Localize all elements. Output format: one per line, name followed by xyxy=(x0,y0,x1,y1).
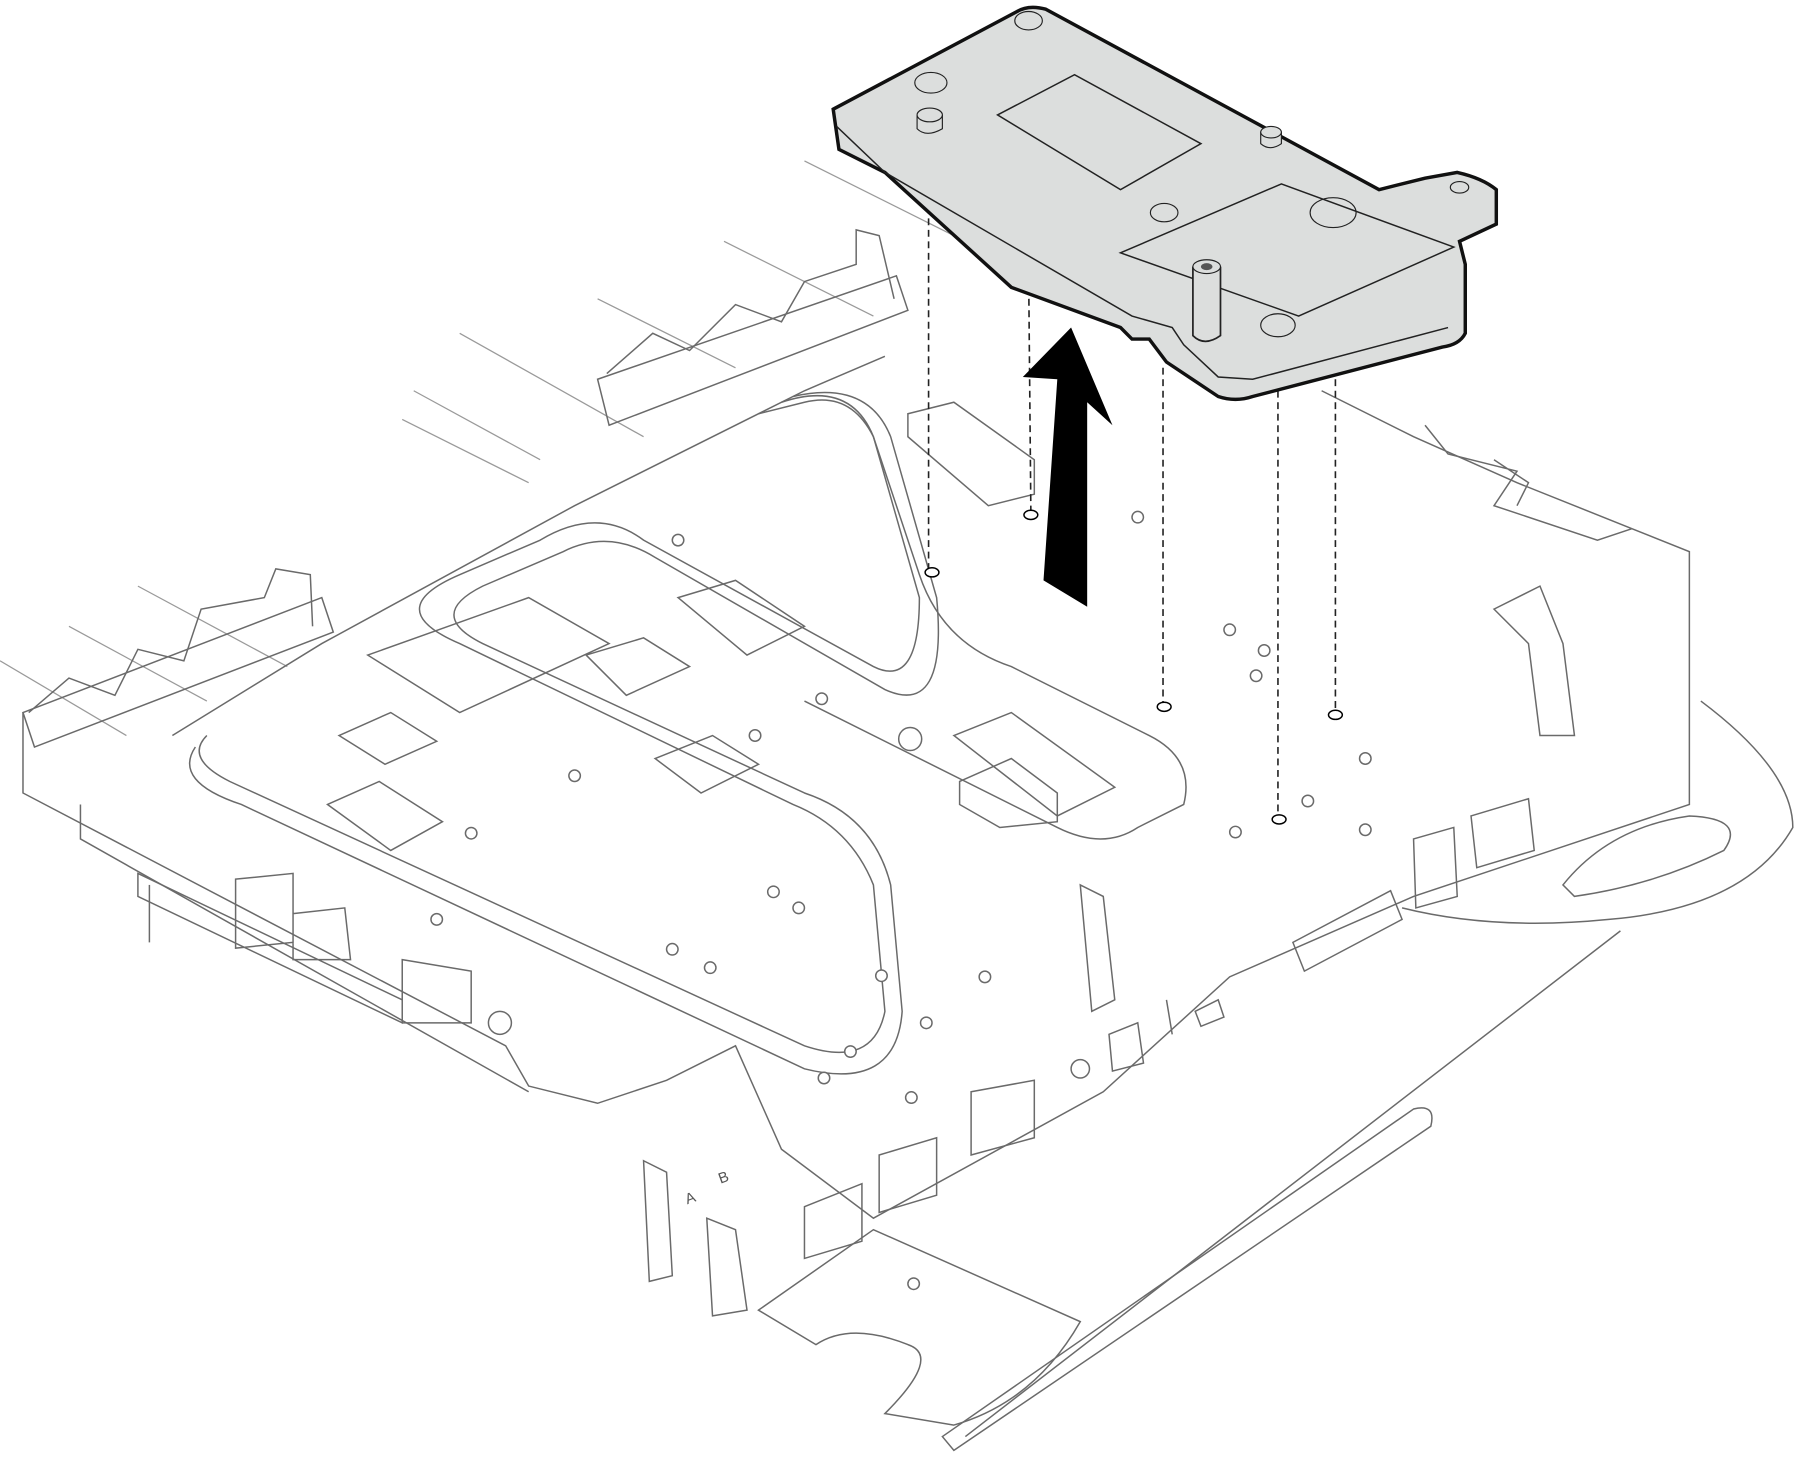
chassis-holes xyxy=(430,510,1372,1291)
port-label-a: A xyxy=(683,1189,698,1208)
alignment-guides xyxy=(924,206,1344,825)
arrow-up-icon xyxy=(1022,327,1113,607)
port-label-b: B xyxy=(716,1168,731,1187)
server-chassis xyxy=(0,160,1794,1452)
cold-plate-module xyxy=(831,5,1499,402)
